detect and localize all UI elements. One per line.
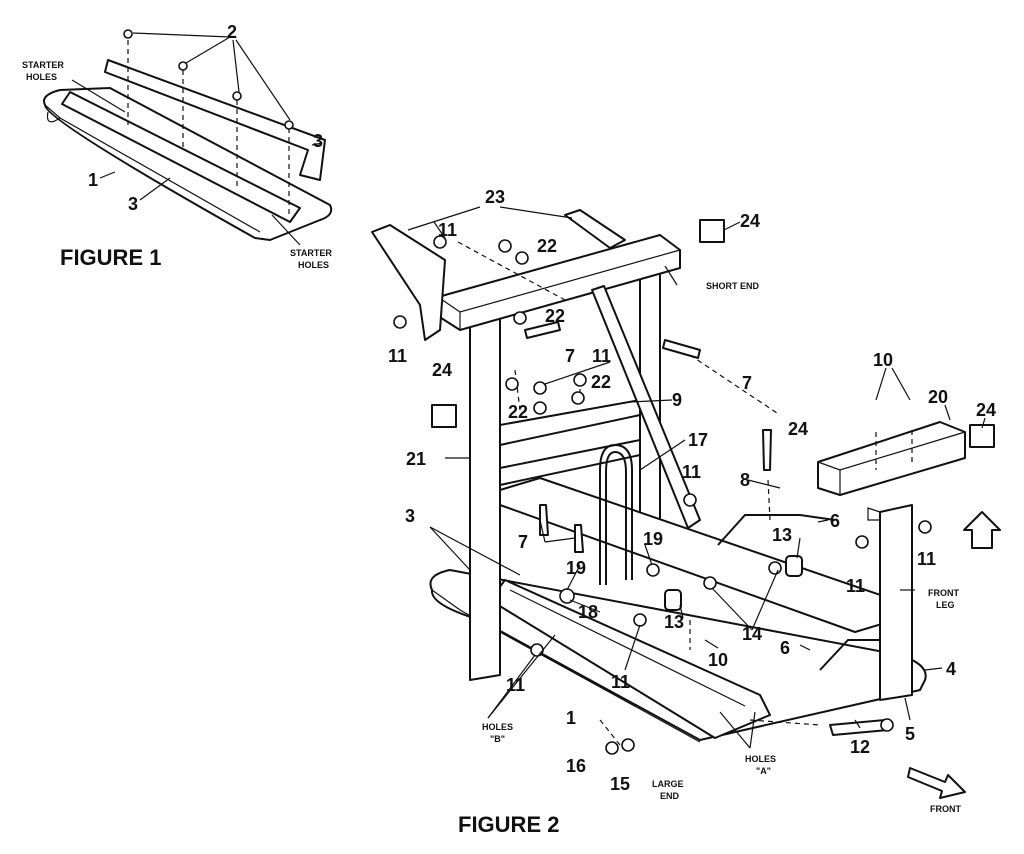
callout-1-fig2: 1 xyxy=(566,708,576,728)
callout-4: 4 xyxy=(946,659,956,679)
label-short-end: SHORT END xyxy=(706,281,760,291)
callout-11-c: 11 xyxy=(592,346,611,366)
callout-11-f: 11 xyxy=(846,576,865,596)
rail-part-3-lower xyxy=(61,91,301,223)
label-front: FRONT xyxy=(930,804,961,814)
callout-22-d: 22 xyxy=(508,402,528,422)
back-frame-part-21 xyxy=(469,311,501,681)
callout-22-a: 22 xyxy=(537,236,557,256)
callout-11-a: 11 xyxy=(438,220,457,240)
label-holes-a: HOLES"A" xyxy=(745,754,776,776)
callout-6-b: 6 xyxy=(780,638,790,658)
washer-part-15 xyxy=(621,738,635,752)
callout-11-g: 11 xyxy=(506,675,525,695)
callout-19-b: 19 xyxy=(566,558,586,578)
callout-18: 18 xyxy=(578,602,598,622)
figure-2-drawing xyxy=(371,206,995,755)
figure-2-title: FIGURE 2 xyxy=(458,812,559,837)
callout-13-b: 13 xyxy=(664,612,684,632)
callout-11-e: 11 xyxy=(917,549,936,569)
callout-20: 20 xyxy=(928,387,948,407)
cap-part-24-b xyxy=(431,404,457,428)
callout-24-a: 24 xyxy=(740,211,760,231)
callout-13-a: 13 xyxy=(772,525,792,545)
callout-10-a: 10 xyxy=(873,350,893,370)
callout-14: 14 xyxy=(742,624,762,644)
callout-11-d: 11 xyxy=(682,462,701,482)
up-arrow xyxy=(963,511,1001,549)
callout-21: 21 xyxy=(406,449,426,469)
callout-11-b: 11 xyxy=(388,346,407,366)
callout-3-fig2: 3 xyxy=(405,506,415,526)
cap-part-24-c xyxy=(969,424,995,448)
callout-3-fig1-upper: 3 xyxy=(313,131,323,151)
armrest-part-20 xyxy=(817,421,966,496)
label-holes-b: HOLES"B" xyxy=(482,722,513,744)
callout-22-b: 22 xyxy=(545,306,565,326)
callout-1-fig1: 1 xyxy=(88,170,98,190)
figure-1-drawing xyxy=(43,29,333,246)
screw-part-2 xyxy=(123,29,294,130)
rail-part-3-upper xyxy=(104,59,326,181)
callout-15: 15 xyxy=(610,774,630,794)
callout-23: 23 xyxy=(485,187,505,207)
callout-24-d: 24 xyxy=(976,400,996,420)
callout-2: 2 xyxy=(227,22,237,42)
callout-7-c: 7 xyxy=(518,532,528,552)
callout-22-c: 22 xyxy=(591,372,611,392)
callout-19-a: 19 xyxy=(643,529,663,549)
callout-9: 9 xyxy=(672,390,682,410)
callout-17: 17 xyxy=(688,430,708,450)
figure-1-title: FIGURE 1 xyxy=(60,245,161,270)
front-leg-part-5 xyxy=(879,504,913,701)
callout-12: 12 xyxy=(850,737,870,757)
callout-3-fig1-lower: 3 xyxy=(128,194,138,214)
callout-11-h: 11 xyxy=(611,672,630,692)
callout-16: 16 xyxy=(566,756,586,776)
front-arrow-icon xyxy=(907,767,966,799)
callout-24-b: 24 xyxy=(432,360,452,380)
nut-part-19 xyxy=(646,563,660,577)
brace-part-9 xyxy=(591,285,701,529)
cap-part-24-a xyxy=(699,219,725,243)
washers-part-22 xyxy=(505,251,585,415)
back-support-part-23 xyxy=(371,224,446,341)
callout-7-b: 7 xyxy=(742,373,752,393)
callout-8: 8 xyxy=(740,470,750,490)
callout-24-c: 24 xyxy=(788,419,808,439)
callout-10-b: 10 xyxy=(708,650,728,670)
callout-5: 5 xyxy=(905,724,915,744)
callout-7-a: 7 xyxy=(565,346,575,366)
callout-6-a: 6 xyxy=(830,511,840,531)
